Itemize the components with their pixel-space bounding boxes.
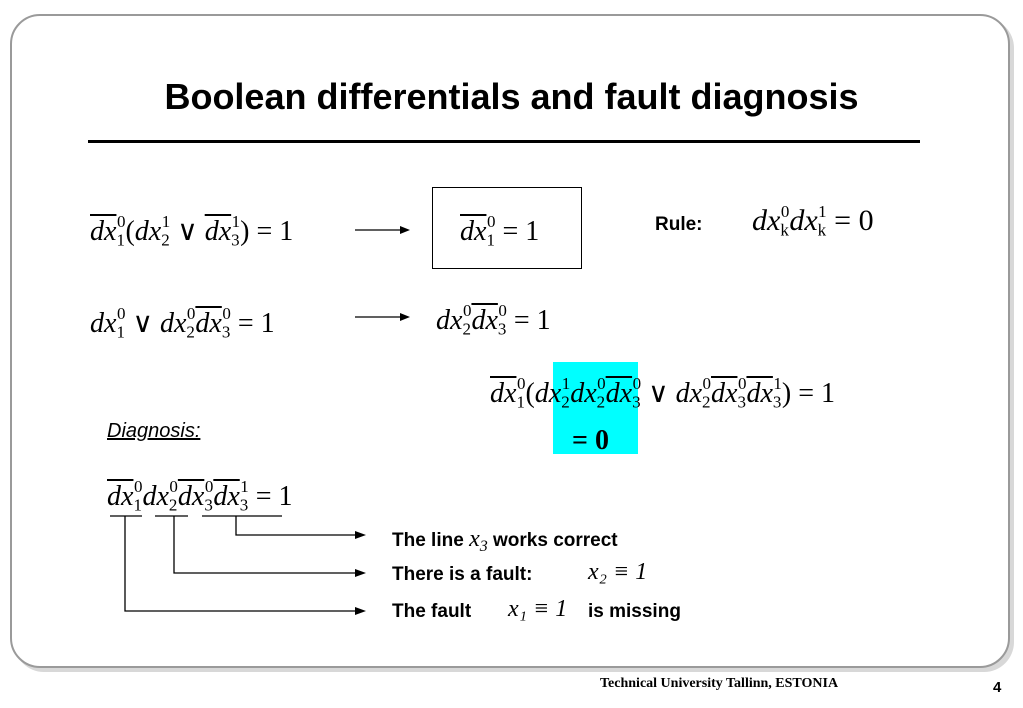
- conclusion-line-3-post: is missing: [588, 601, 681, 622]
- equation-1-rhs: dx10 = 1: [460, 212, 540, 250]
- page-number: 4: [993, 679, 1002, 696]
- highlight-box: [553, 362, 638, 454]
- conclusion-2-math: x₂ ≡ 1: [588, 559, 648, 585]
- arrow-3-head: [355, 531, 366, 539]
- conclusion-1-pre: The line: [392, 530, 464, 551]
- arrow-4-head: [355, 569, 366, 577]
- conclusion-3-math: x₁ ≡ 1: [508, 596, 568, 622]
- footer-text: Technical University Tallinn, ESTONIA: [600, 676, 839, 691]
- equation-2-lhs: dx10 ∨ dx20dx30 = 1: [90, 304, 275, 342]
- equation-1-lhs: dx10(dx21 ∨ dx31) = 1: [90, 212, 294, 250]
- connector-2: [173, 516, 355, 574]
- connector-3: [124, 516, 355, 612]
- slide-frame: [10, 14, 1010, 668]
- conclusion-line-1: The line x3 works correct: [392, 526, 618, 556]
- diagnosis-equation: dx10dx20dx30dx31 = 1: [107, 477, 293, 515]
- conclusion-line-3-pre: The fault: [392, 601, 472, 622]
- equation-3: dx10(dx21dx20dx30 ∨ dx20dx30dx31) = 1: [490, 374, 836, 412]
- arrow-5-head: [355, 607, 366, 615]
- conclusion-1-post: works correct: [493, 530, 618, 551]
- slide-title: Boolean differentials and fault diagnosi…: [164, 76, 859, 117]
- arrow-1-head: [400, 226, 410, 234]
- equation-2-rhs: dx20dx30 = 1: [436, 301, 551, 339]
- diagnosis-label: Diagnosis:: [107, 420, 201, 442]
- boxed-result: [432, 187, 582, 269]
- title-underline: [88, 140, 920, 143]
- conclusion-1-var: x: [469, 526, 480, 552]
- arrow-2-head: [400, 313, 410, 321]
- highlight-result: = 0: [572, 425, 609, 456]
- connector-1: [235, 516, 355, 536]
- rule-equation: dxk0dxk1 = 0: [752, 202, 874, 240]
- rule-label: Rule:: [655, 214, 703, 235]
- conclusion-1-sub: 3: [479, 537, 488, 555]
- conclusion-line-2: There is a fault:: [392, 564, 533, 585]
